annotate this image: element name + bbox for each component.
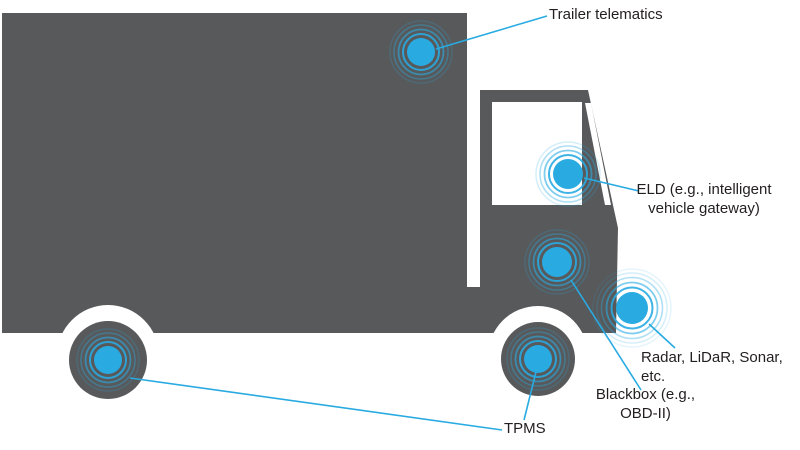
sensor-dot-tpms-front [506, 327, 570, 391]
trailer-box [2, 13, 467, 333]
sensor-ring [402, 33, 440, 71]
sensor-ring [506, 327, 570, 391]
sensor-ring [535, 141, 601, 207]
sensor-core [94, 346, 122, 374]
sensor-ring [548, 154, 588, 194]
tpms-rear-leader-line [129, 377, 503, 431]
sensor-core [524, 345, 552, 373]
sensor-ring [596, 272, 668, 344]
sensor-ring [510, 331, 566, 387]
sensor-dot-eld [535, 141, 601, 207]
sensor-dot-tpms-rear [76, 328, 140, 392]
sensor-core [407, 38, 435, 66]
chassis-connector [466, 287, 482, 333]
sensor-ring [76, 328, 140, 392]
sensor-ring [80, 332, 136, 388]
radar-leader-line [648, 323, 676, 349]
sensor-core [553, 159, 583, 189]
blackbox-leader-line [570, 279, 642, 391]
sensor-ring [537, 242, 577, 282]
cab-side-window [492, 102, 582, 205]
leader-lines [129, 15, 676, 431]
sensor-ring [514, 335, 562, 383]
sensor-ring [84, 336, 132, 384]
trailer-telematics-label: Trailer telematics [549, 6, 663, 23]
sensor-ring [397, 28, 445, 76]
sensor-ring [528, 233, 586, 291]
sensor-ring [532, 237, 582, 287]
sensor-ring [610, 286, 654, 330]
sensor-ring [89, 341, 127, 379]
sensor-ring [519, 340, 557, 378]
sensor-ring [393, 24, 449, 80]
sensor-ring [539, 145, 597, 203]
radar-lidar-sonar-label: Radar, LiDaR, Sonar, etc. [641, 349, 783, 385]
sensor-core [542, 247, 572, 277]
cab-windshield [585, 103, 611, 205]
sensor-ring [600, 276, 664, 340]
sensor-dot-blackbox [524, 229, 590, 295]
sensor-ring [389, 20, 453, 84]
sensor-ring [592, 268, 672, 348]
eld-label: ELD (e.g., intelligent vehicle gateway) [636, 181, 772, 217]
trailer-telematics-leader-line [435, 15, 548, 50]
blackbox-label: Blackbox (e.g., OBD-II) [595, 386, 696, 422]
eld-leader-line [583, 177, 640, 192]
sensor-core [616, 292, 648, 324]
tpms-label: TPMS [504, 420, 546, 437]
sensor-ring [605, 281, 659, 335]
sensor-ring [524, 229, 590, 295]
sensor-dot-trailer-telematics [389, 20, 453, 84]
sensor-dot-radar [592, 268, 672, 348]
sensor-ring [543, 149, 593, 199]
